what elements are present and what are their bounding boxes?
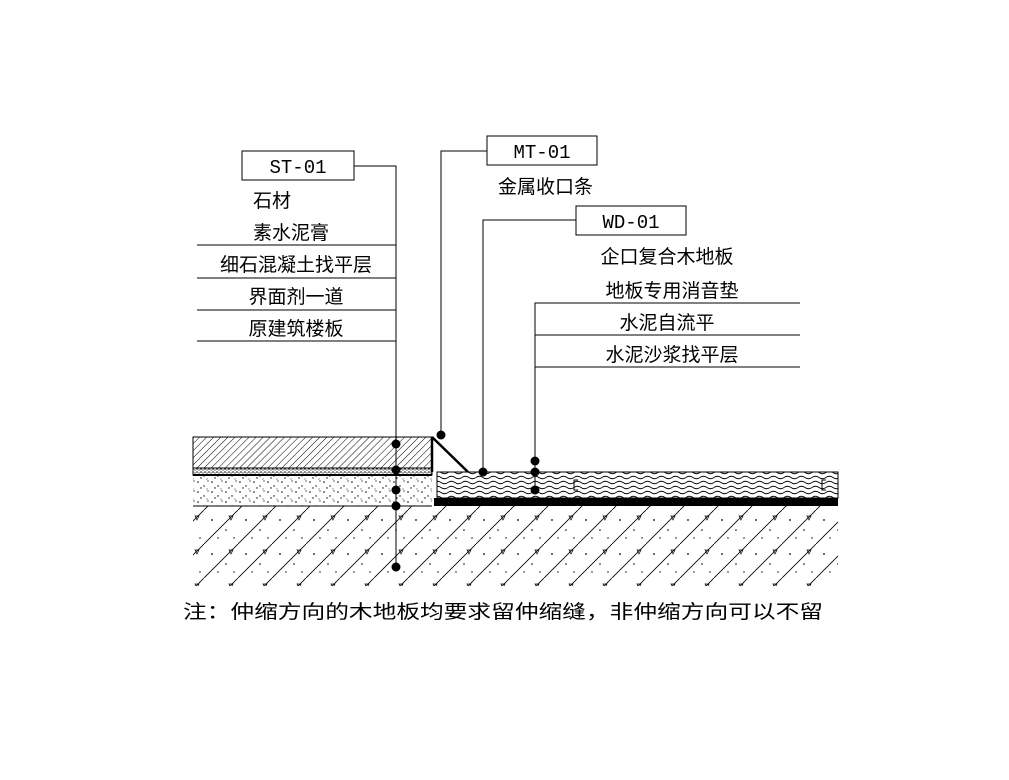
wood-label: 地板专用消音垫 <box>605 280 738 302</box>
wood-label: 水泥自流平 <box>619 312 714 334</box>
tag-wd-01: WD-01 <box>602 212 659 234</box>
note-text: 注：仲缩方向的木地板均要求留仲缩缝，非仲缩方向可以不留 <box>183 601 823 623</box>
wood-label: 企口复合木地板 <box>600 246 733 268</box>
stone-label: 细石混凝土找平层 <box>220 254 372 276</box>
metal-label: 金属收口条 <box>498 176 593 198</box>
stone-label: 石材 <box>253 190 291 212</box>
tag-st-01: ST-01 <box>269 157 326 179</box>
wood-floor-section <box>434 471 839 506</box>
concrete-slab <box>193 506 838 586</box>
stone-label: 素水泥膏 <box>253 221 329 244</box>
metal-leader <box>440 135 598 435</box>
stone-label: 界面剂一道 <box>248 286 343 308</box>
metal-trim <box>430 436 469 473</box>
wood-leader <box>482 205 800 490</box>
wood-label: 水泥沙浆找平层 <box>605 344 738 366</box>
stone-leader <box>197 150 397 568</box>
tag-mt-01: MT-01 <box>513 142 570 164</box>
stone-label: 原建筑楼板 <box>248 318 343 340</box>
